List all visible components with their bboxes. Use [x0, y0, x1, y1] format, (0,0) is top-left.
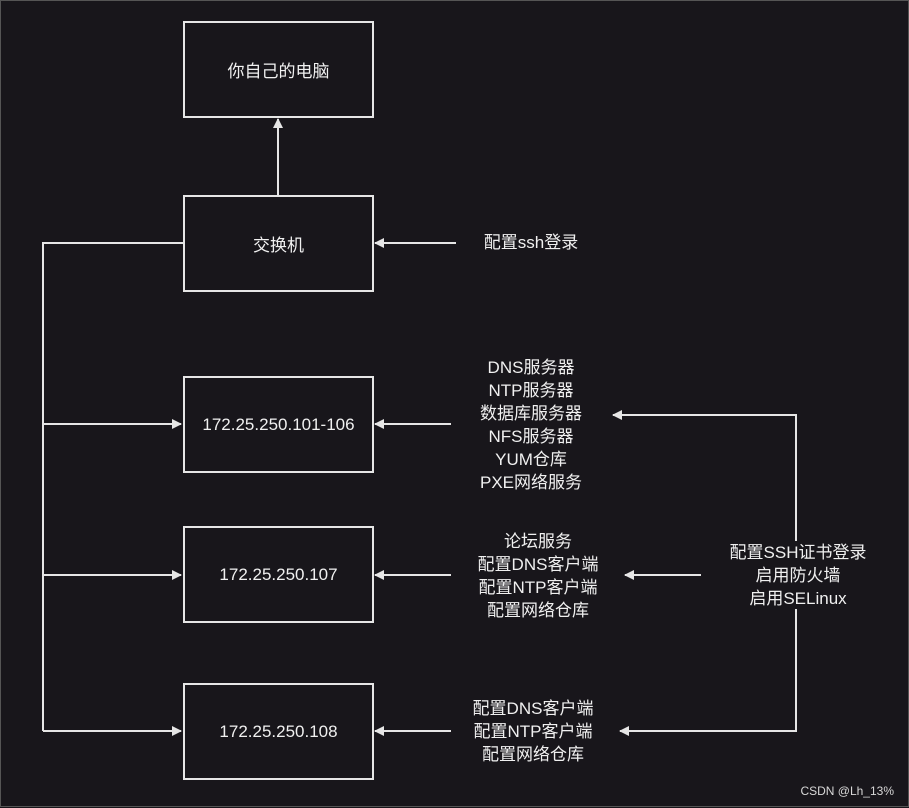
label-line: 启用SELinux	[749, 589, 847, 608]
label-ssh: 配置ssh登录	[461, 231, 601, 254]
label-line: 配置DNS客户端	[477, 555, 599, 574]
node-server-107: 172.25.250.107	[183, 526, 374, 623]
label-line: 数据库服务器	[480, 404, 582, 423]
label-line: 配置NTP客户端	[478, 578, 598, 597]
label-line: 配置NTP客户端	[473, 722, 593, 741]
label-line: DNS服务器	[487, 358, 575, 377]
label-line: 启用防火墙	[755, 566, 841, 585]
label-line: 配置DNS客户端	[472, 699, 594, 718]
node-server-108: 172.25.250.108	[183, 683, 374, 780]
label-services-server2: 论坛服务 配置DNS客户端 配置NTP客户端 配置网络仓库	[453, 530, 623, 622]
label-line: 论坛服务	[504, 532, 572, 551]
label-line: 配置ssh登录	[483, 233, 579, 252]
node-switch: 交换机	[183, 195, 374, 292]
label-services-server1: DNS服务器 NTP服务器 数据库服务器 NFS服务器 YUM仓库 PXE网络服…	[453, 356, 609, 494]
label-line: 配置网络仓库	[487, 601, 589, 620]
label-line: 配置网络仓库	[482, 745, 584, 764]
bus-line	[42, 242, 184, 731]
arrow-security-to-services3	[619, 609, 797, 736]
label-line: YUM仓库	[495, 450, 567, 469]
label-services-server3: 配置DNS客户端 配置NTP客户端 配置网络仓库	[450, 697, 616, 766]
node-server-101-106: 172.25.250.101-106	[183, 376, 374, 473]
label-security: 配置SSH证书登录 启用防火墙 启用SELinux	[703, 541, 893, 610]
label-line: NTP服务器	[488, 381, 574, 400]
label-line: 配置SSH证书登录	[729, 543, 867, 562]
watermark: CSDN @Lh_13%	[800, 784, 894, 798]
node-pc: 你自己的电脑	[183, 21, 374, 118]
arrow-security-to-services1	[612, 410, 797, 541]
label-line: NFS服务器	[488, 427, 574, 446]
label-line: PXE网络服务	[479, 473, 583, 492]
